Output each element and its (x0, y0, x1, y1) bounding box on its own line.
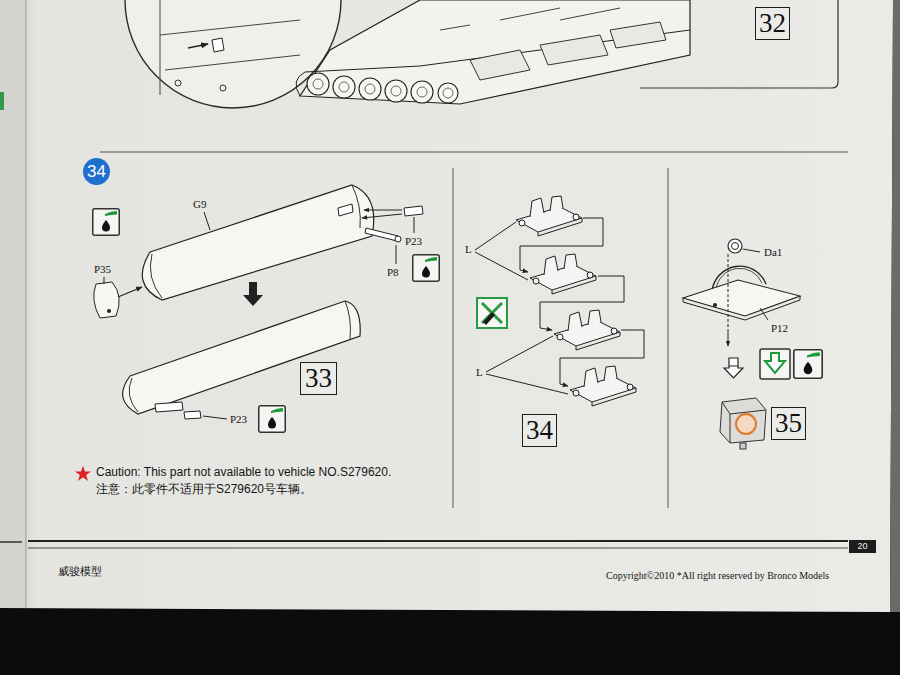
part-name: P23 (405, 235, 422, 248)
part-name: G9 (193, 198, 206, 211)
step-number: 34 (87, 163, 106, 180)
step-reference-box: 33 (300, 362, 337, 395)
step-number: 35 (775, 410, 802, 437)
caution-note: 注意：此零件不适用于S279620号车辆。 (96, 483, 312, 497)
part-name: Da1 (764, 246, 782, 259)
part-name: L (465, 243, 472, 256)
step-reference-box: 34 (522, 414, 557, 447)
brand-name: 威骏模型 (58, 565, 102, 578)
step-number: 32 (759, 10, 786, 37)
part-name: P8 (387, 266, 399, 279)
part-name: P23 (230, 413, 247, 426)
caution-note: Caution: This part not available to vehi… (96, 466, 391, 480)
step-number: 34 (526, 417, 553, 444)
part-name: P12 (771, 322, 788, 335)
page-number-band: 20 (849, 540, 876, 553)
step-reference-box: 35 (771, 407, 806, 440)
step-number: 20 (857, 542, 867, 551)
part-name: L (476, 366, 483, 379)
step-number: 33 (305, 365, 332, 392)
part-name: P35 (94, 263, 111, 276)
step-number-circle: 34 (83, 158, 110, 185)
step-reference-box: 32 (755, 7, 790, 40)
copyright-note: Copyright©2010 *All right reserved by Br… (606, 570, 829, 582)
